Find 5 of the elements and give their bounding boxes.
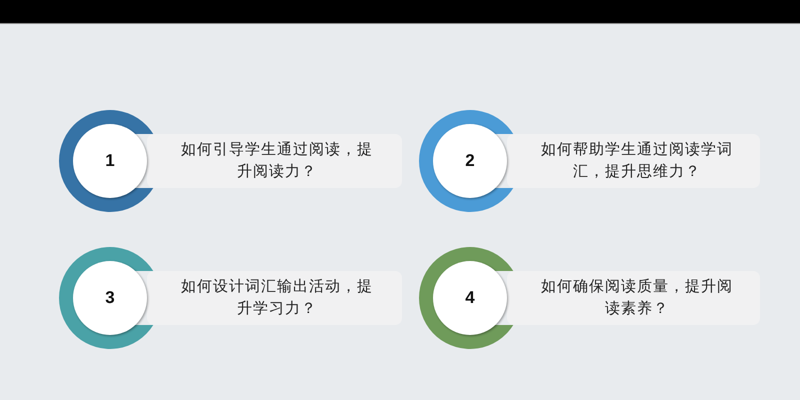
question-box: 如何设计词汇输出活动，提升学习力？ <box>147 271 402 325</box>
top-bar <box>0 0 800 24</box>
question-box: 如何帮助学生通过阅读学词汇，提升思维力？ <box>507 134 760 188</box>
question-box: 如何引导学生通过阅读，提升阅读力？ <box>147 134 402 188</box>
question-box: 如何确保阅读质量，提升阅读素养？ <box>507 271 760 325</box>
